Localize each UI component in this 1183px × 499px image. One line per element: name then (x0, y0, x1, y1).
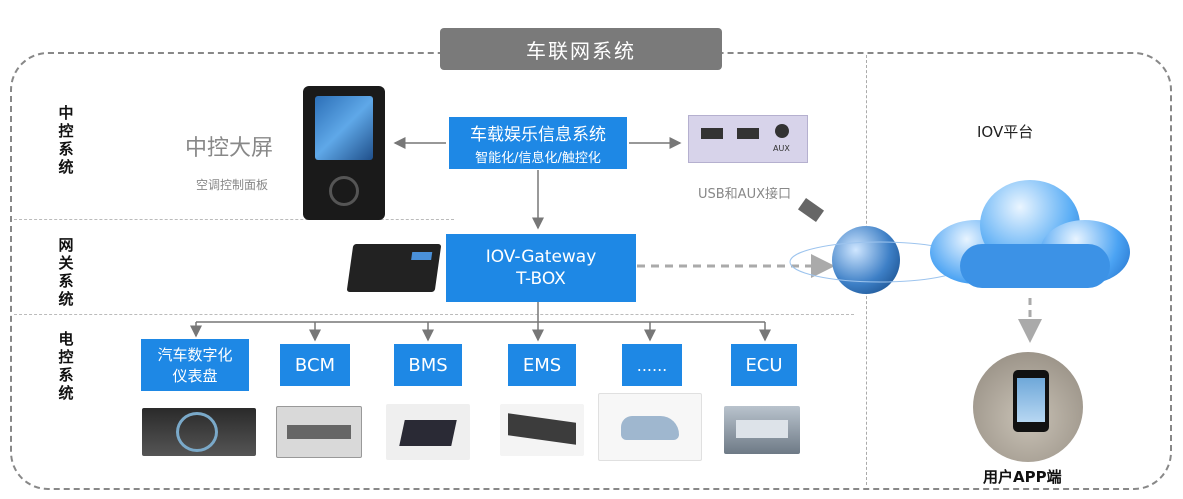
infotainment-box: 车载娱乐信息系统 智能化/信息化/触控化 (449, 117, 627, 169)
usb-port-icon (737, 128, 759, 139)
section-label-electric: 电控系统 (58, 330, 74, 402)
dashboard-image (142, 408, 256, 456)
vehicle-network-image (598, 393, 702, 461)
usb-aux-label: USB和AUX接口 (698, 187, 791, 202)
bms-image (386, 404, 470, 460)
cloud-icon (930, 172, 1130, 294)
ecu-label: BMS (408, 354, 448, 376)
ecu-label: ECU (745, 354, 783, 376)
infotainment-title: 车载娱乐信息系统 (470, 125, 606, 145)
screen-subtitle: 空调控制面板 (196, 178, 269, 192)
section-label-central: 中控系统 (58, 104, 74, 176)
ecu-label-line2: 仪表盘 (172, 367, 218, 385)
app-phone-image (973, 352, 1083, 462)
section-divider-1 (14, 219, 454, 220)
app-label: 用户APP端 (983, 468, 1062, 486)
ems-image (500, 404, 584, 456)
ecu-label: BCM (294, 354, 336, 376)
ecu-label: EMS (522, 354, 562, 376)
bcm-image (276, 406, 362, 458)
ecu-box-dashboard: 汽车数字化 仪表盘 (141, 339, 249, 391)
ecu-box-ems: EMS (508, 344, 576, 386)
ecu-label: ...... (636, 355, 668, 375)
gateway-box: IOV-Gateway T-BOX (446, 234, 636, 302)
section-divider-2 (14, 314, 854, 315)
ecu-box-ecu: ECU (731, 344, 797, 386)
gateway-line1: IOV-Gateway (485, 247, 597, 267)
ecu-image (724, 406, 800, 454)
ecu-box-bms: BMS (394, 344, 462, 386)
ecu-box-more: ...... (622, 344, 682, 386)
globe-icon (832, 226, 900, 294)
infotainment-subtitle: 智能化/信息化/触控化 (475, 151, 601, 166)
screen-title: 中控大屏 (185, 136, 274, 161)
ecu-label: 汽车数字化 (157, 346, 233, 364)
ecu-box-bcm: BCM (280, 344, 350, 386)
central-screen-image (303, 86, 385, 220)
usb-port-icon (701, 128, 723, 139)
aux-mark: AUX (773, 144, 790, 153)
diagram-title: 车联网系统 (440, 28, 722, 70)
section-label-gateway: 网关系统 (58, 236, 74, 308)
usb-aux-panel-image: AUX (688, 115, 808, 163)
gateway-line2: T-BOX (516, 269, 566, 289)
aux-jack-icon (775, 124, 789, 138)
platform-label: IOV平台 (977, 123, 1034, 141)
